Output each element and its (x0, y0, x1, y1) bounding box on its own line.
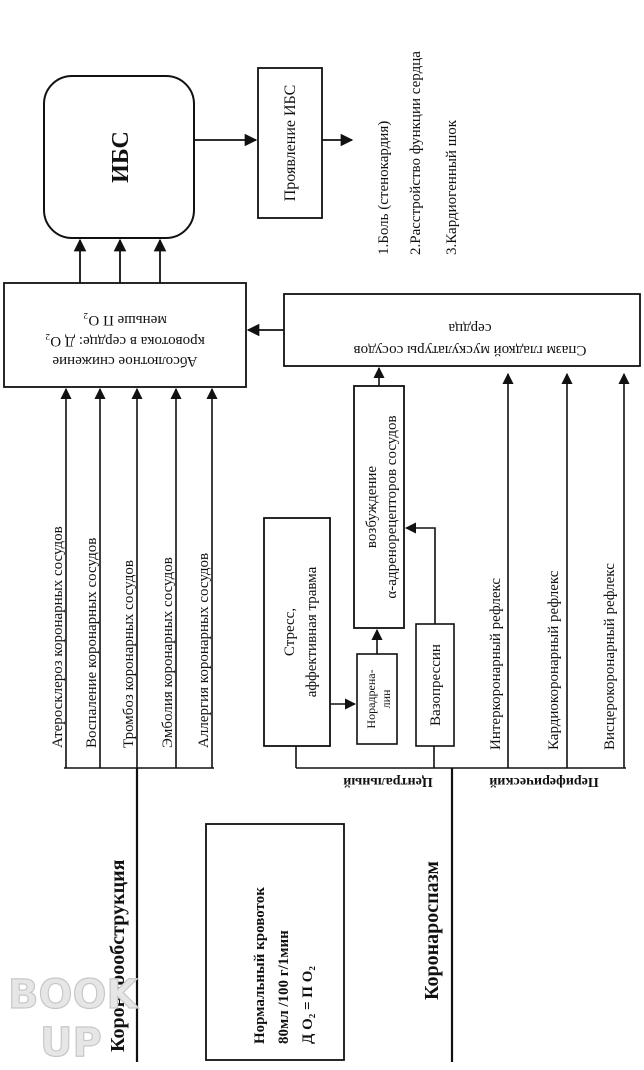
watermark-logo-bottom: UP (40, 1020, 102, 1066)
stress-line2: аффективная травма (304, 566, 320, 697)
manifestation-box (257, 67, 323, 219)
central-label: Центральный (343, 774, 432, 789)
reflex-viscerocoronary: Висцерокоронарный рефлекс (602, 563, 618, 750)
normal-line1: Нормальный кровоток (252, 887, 268, 1044)
absolute-reduction-box (3, 282, 247, 388)
spasm-line2: сердца (448, 320, 491, 336)
absolute-line2: кровотока в сердце: Д O₂ (45, 333, 205, 349)
cause-atherosclerosis: Атеросклероз коронарных сосудов (50, 526, 66, 748)
normal-line2: 80мл /100 г/1мин (276, 930, 292, 1044)
vasopressin-label: Вазопрессин (428, 644, 444, 726)
reflex-intercoronary: Интеркоронарный рефлекс (488, 578, 504, 750)
arrow-vasopressin-to-alpha (404, 522, 436, 624)
cause-allergy: Аллергия коронарных сосудов (196, 553, 212, 748)
spasm-box (283, 293, 641, 367)
cause-inflammation: Воспаление коронарных сосудов (84, 538, 100, 748)
stress-line1: Стресс, (282, 608, 298, 656)
alpha-line2: α-адренорецепторов сосудов (384, 415, 400, 598)
manifestation-shock: 3.Кардиогенный шок (444, 119, 460, 255)
absolute-line1: Абсолютное снижение (52, 353, 197, 369)
absolute-line3: меньше П O₂ (83, 312, 167, 328)
ibs-box (43, 75, 195, 239)
spasm-line1: Спазм гладкой мускулатуры сосудов (354, 342, 587, 358)
obstruction-heading: Коронарообструкция (107, 859, 129, 1052)
noradrenaline-line1: Норадрена- (364, 669, 378, 728)
normal-line3: Д O₂ = П O₂ (300, 966, 316, 1044)
alpha-line1: возбуждение (364, 466, 380, 548)
coronarospasm-heading: Коронароспазм (421, 861, 443, 1000)
peripheral-label: Периферический (489, 774, 598, 789)
reflex-cardiocoronary: Кардиокоронарный рефлекс (546, 570, 562, 750)
stress-box (263, 517, 331, 747)
manifestation-dysfunction: 2.Расстройство функции сердца (408, 51, 424, 255)
cause-embolism: Эмболия коронарных сосудов (160, 557, 176, 748)
cause-thrombosis: Тромбоз коронарных сосудов (121, 560, 137, 748)
manifestation-label: Проявление ИБС (282, 85, 299, 202)
manifestation-pain: 1.Боль (стенокардия) (376, 121, 392, 255)
ibs-label: ИБС (108, 131, 134, 183)
noradrenaline-line2: лин (379, 689, 393, 708)
normal-flow-box (205, 823, 345, 1061)
watermark-logo-top: BOOK (8, 972, 139, 1018)
